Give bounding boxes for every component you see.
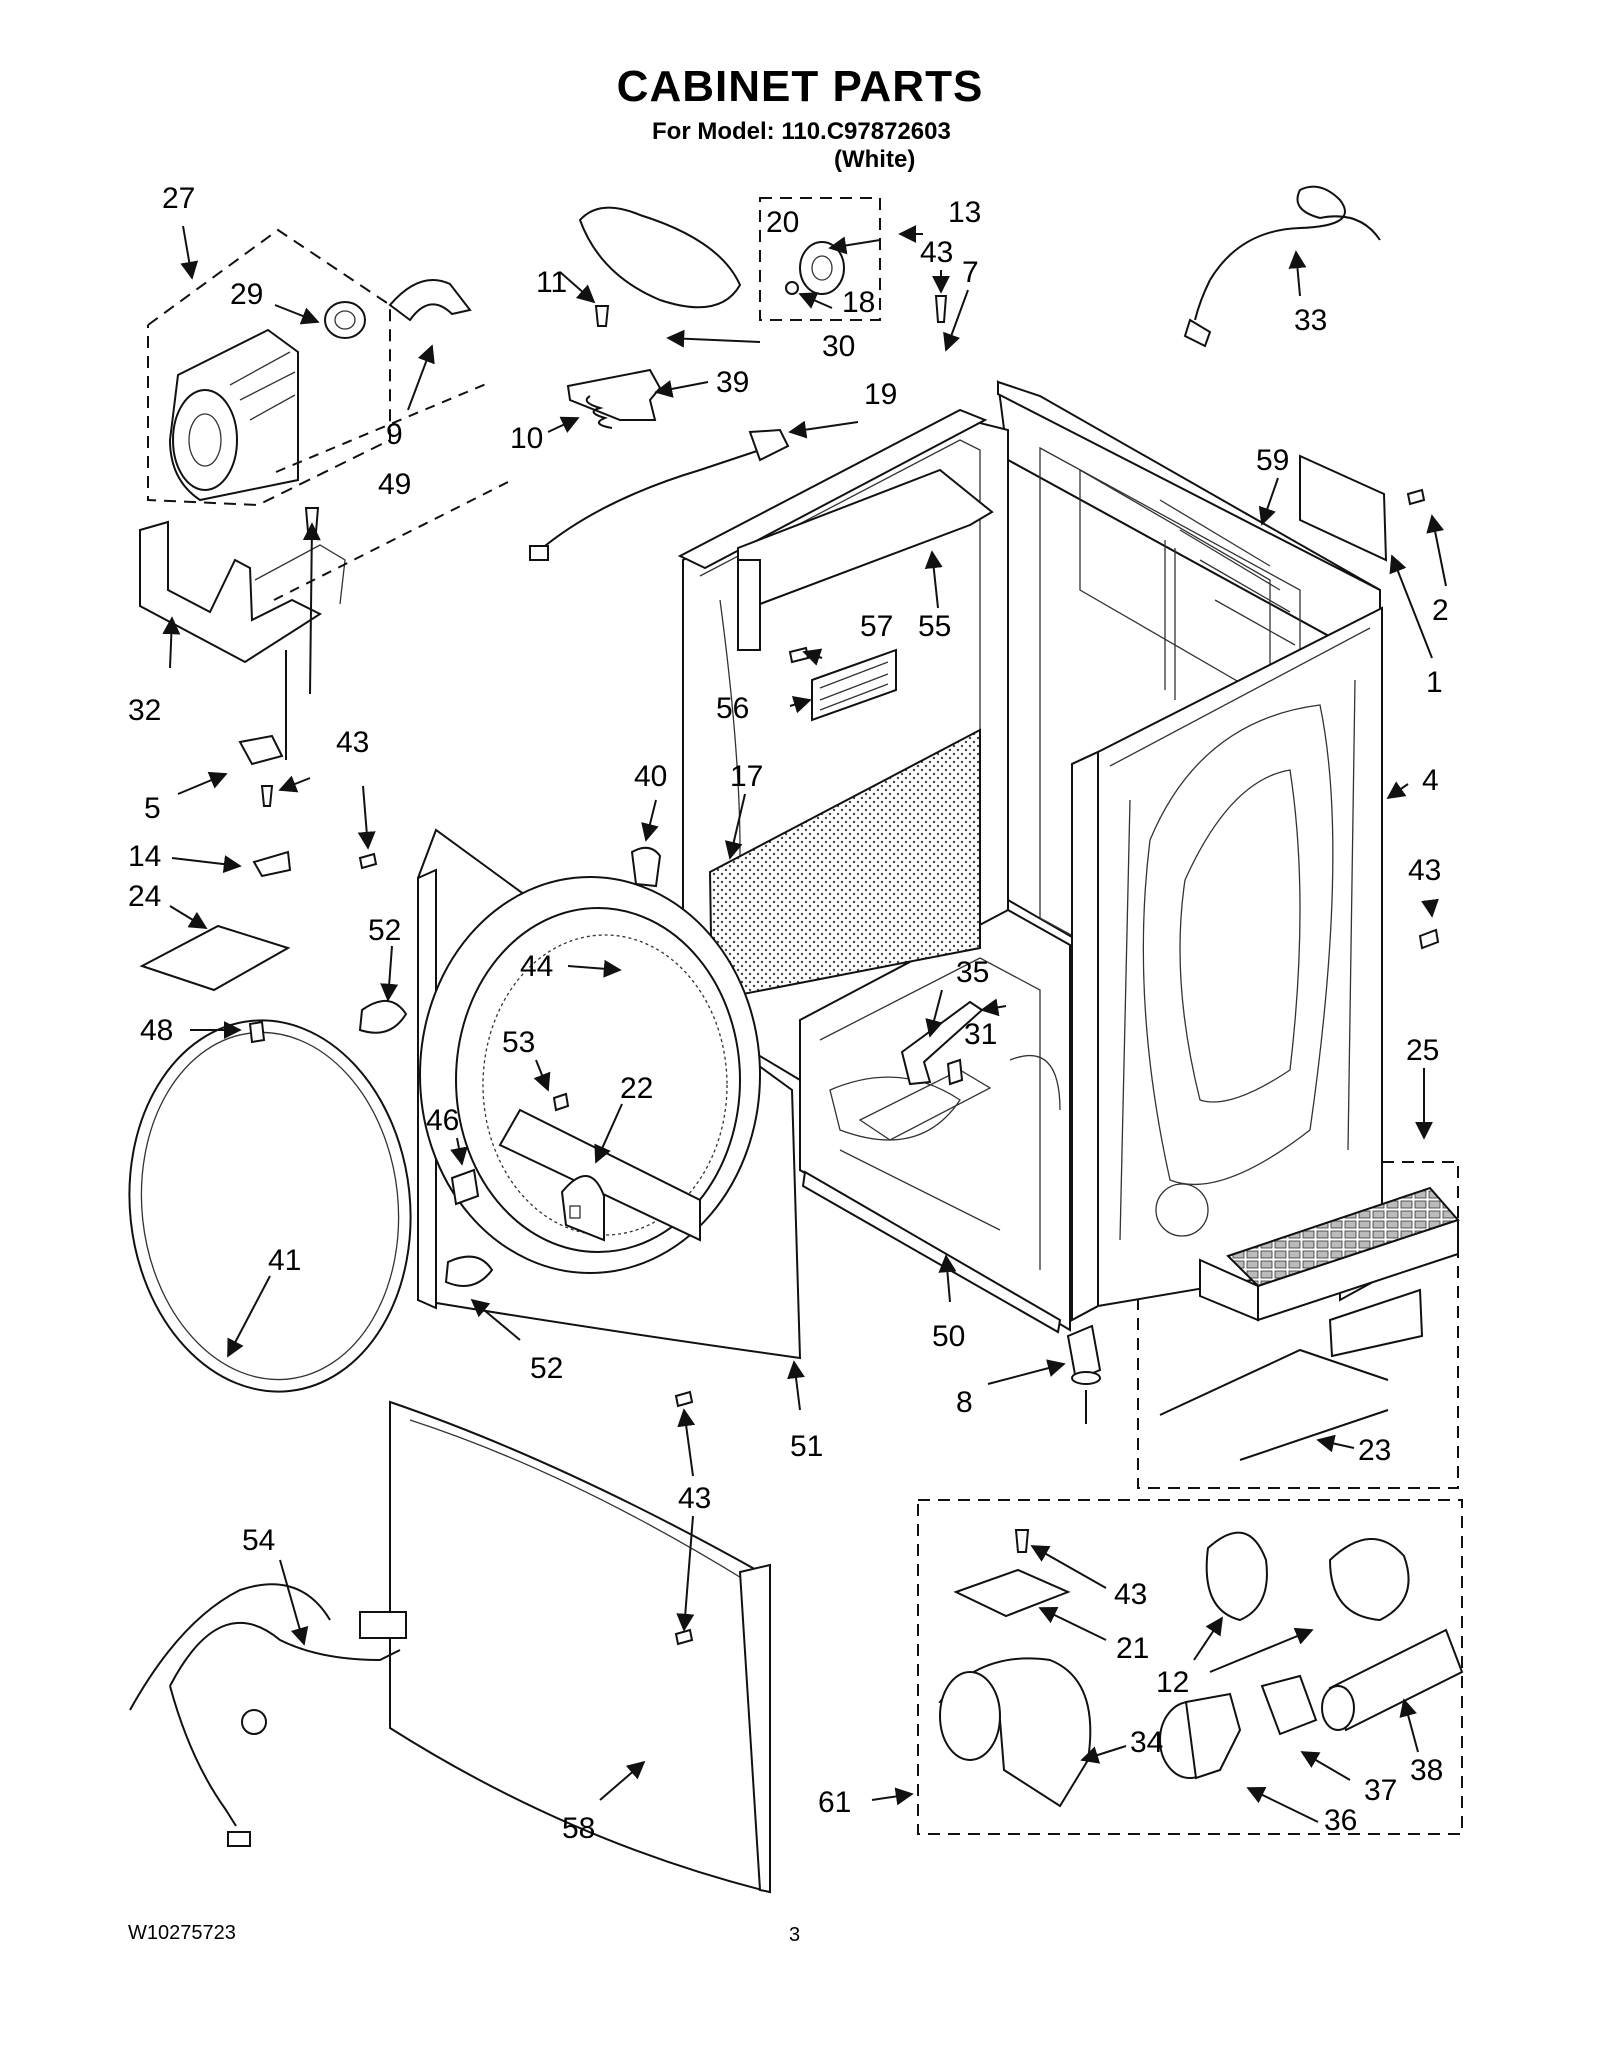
callout-43-kit: 43: [1114, 1578, 1147, 1611]
callout-43-mid: 43: [678, 1482, 711, 1515]
callout-52-top: 52: [368, 914, 401, 947]
callout-21: 21: [1116, 1632, 1149, 1665]
callout-12: 12: [1156, 1666, 1189, 1699]
callout-20: 20: [766, 206, 799, 239]
callout-50: 50: [932, 1320, 965, 1353]
model-line: For Model: 110.C97872603: [652, 118, 951, 145]
callout-23: 23: [1358, 1434, 1391, 1467]
idler-pulley: [785, 241, 845, 295]
callout-17: 17: [730, 760, 763, 793]
side-panel: [1071, 606, 1383, 1322]
exhaust-kit-group: [917, 1499, 1463, 1835]
exhaust-kit-parts: [938, 1531, 1464, 1808]
callout-37: 37: [1364, 1774, 1397, 1807]
callout-1: 1: [1426, 666, 1443, 699]
callout-11: 11: [536, 266, 567, 299]
wire-harness: [129, 1583, 407, 1847]
callout-22: 22: [620, 1072, 653, 1105]
page-number: 3: [789, 1924, 801, 1946]
document-number: W10275723: [128, 1922, 236, 1944]
callout-61: 61: [818, 1786, 851, 1819]
callout-59: 59: [1256, 444, 1289, 477]
motor-assembly-group: [147, 228, 391, 507]
callout-25: 25: [1406, 1034, 1439, 1067]
idler-bracket: [566, 368, 662, 429]
callout-55: 55: [918, 610, 951, 643]
top-bracket: [737, 468, 994, 651]
callout-33: 33: [1294, 304, 1327, 337]
callout-labels: 27 29 9 11 10 30 39 19 20 18 13 43 7 33 …: [128, 182, 1449, 1845]
label-sticker: [811, 648, 897, 722]
thermistor-harness: [529, 428, 790, 561]
callout-9: 9: [386, 418, 403, 451]
callout-46: 46: [426, 1104, 459, 1137]
callout-19: 19: [864, 378, 897, 411]
callout-35: 35: [956, 956, 989, 989]
callout-54: 54: [242, 1524, 275, 1557]
callout-41: 41: [268, 1244, 301, 1277]
color-line: (White): [834, 146, 916, 173]
callout-57: 57: [860, 610, 893, 643]
callout-43-right: 43: [1408, 854, 1441, 887]
callout-31: 31: [964, 1018, 997, 1051]
callout-51: 51: [790, 1430, 823, 1463]
callout-39: 39: [716, 366, 749, 399]
callout-18: 18: [842, 286, 875, 319]
callout-40: 40: [634, 760, 667, 793]
callout-32: 32: [128, 694, 161, 727]
callout-34: 34: [1130, 1726, 1163, 1759]
leader-lines: [162, 225, 1447, 1823]
callout-14: 14: [128, 840, 161, 873]
callout-48: 48: [140, 1014, 173, 1047]
pulley-kit-group: [759, 197, 881, 321]
callout-5: 5: [144, 792, 161, 825]
callout-56: 56: [716, 692, 749, 725]
callout-27: 27: [162, 182, 195, 215]
callout-10: 10: [510, 422, 543, 455]
lint-screen-rod: [1159, 1348, 1389, 1461]
callout-7: 7: [962, 256, 979, 289]
callout-58: 58: [562, 1812, 595, 1845]
drive-motor: [168, 279, 472, 502]
callout-2: 2: [1432, 594, 1449, 627]
callout-36: 36: [1324, 1804, 1357, 1837]
power-cord: [1183, 185, 1381, 348]
callout-53: 53: [502, 1026, 535, 1059]
callout-8: 8: [956, 1386, 973, 1419]
callout-29: 29: [230, 278, 263, 311]
callout-24: 24: [128, 880, 161, 913]
callout-30: 30: [822, 330, 855, 363]
front-panel: [417, 828, 802, 1360]
toe-kick-panel: [389, 1400, 772, 1894]
rail-part: [801, 1170, 1062, 1334]
callout-13: 13: [948, 196, 981, 229]
callout-38: 38: [1410, 1754, 1443, 1787]
door-seal-ring: [128, 1019, 412, 1393]
callout-43-top: 43: [920, 236, 953, 269]
page-title: CABINET PARTS: [616, 62, 984, 111]
lint-filter-grille: [1199, 1186, 1460, 1358]
callout-4: 4: [1422, 764, 1439, 797]
callout-44: 44: [520, 950, 553, 983]
callout-49: 49: [378, 468, 411, 501]
callout-43-left: 43: [336, 726, 369, 759]
callout-52-bottom: 52: [530, 1352, 563, 1385]
motor-mount: [139, 520, 346, 664]
drive-belt: [578, 206, 742, 309]
